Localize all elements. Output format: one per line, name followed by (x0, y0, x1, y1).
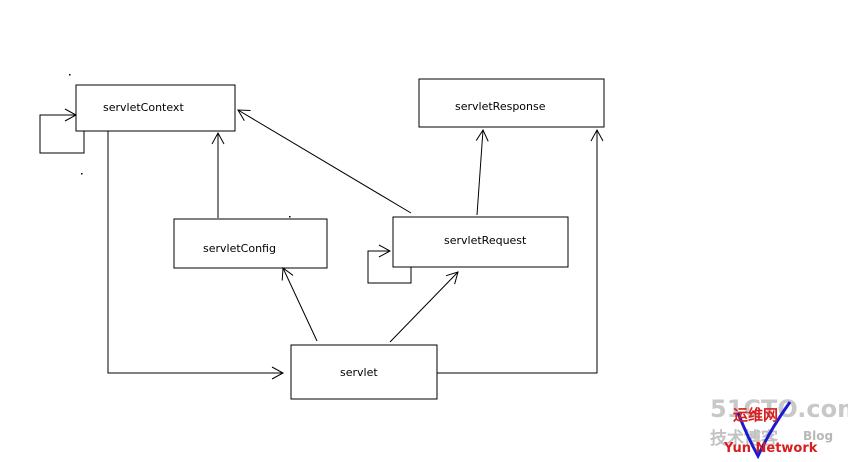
servlet-to-config-edge (281, 267, 318, 342)
servlet-config-label: servletConfig (203, 242, 276, 255)
servlet-label: servlet (340, 366, 378, 379)
request-to-response-edge (475, 128, 489, 216)
servlet-response-label: servletResponse (455, 100, 546, 113)
watermark-brand-cn: 运维网 (733, 406, 778, 424)
watermark-brand-en: Yun Network (723, 441, 818, 456)
servlet-config-node: servletConfig (173, 218, 328, 269)
servlet-request-node: servletRequest (392, 216, 569, 268)
servlet-context-label: servletContext (103, 101, 184, 114)
servlet-context-node: servletContext (75, 84, 236, 132)
servlet-response-node: servletResponse (418, 78, 605, 128)
watermark-tagline: 技术博客 (710, 428, 779, 449)
request-to-context-edge (237, 109, 412, 214)
servlet-node: servlet (290, 344, 438, 400)
stray-dots (69, 74, 291, 218)
watermark-logo: 51CTO.com 技术博客 Blog 运维网 Yun Network (710, 395, 848, 460)
context-self-loop-edge (39, 108, 85, 154)
request-self-loop-edge (367, 244, 412, 284)
context-to-servlet-edge (107, 131, 285, 380)
watermark-blog: Blog (803, 429, 833, 443)
servlet-to-request-edge (389, 271, 459, 343)
watermark-v-mark (736, 401, 792, 460)
servlet-to-response-edge (437, 128, 604, 374)
servlet-request-label: servletRequest (444, 234, 527, 247)
